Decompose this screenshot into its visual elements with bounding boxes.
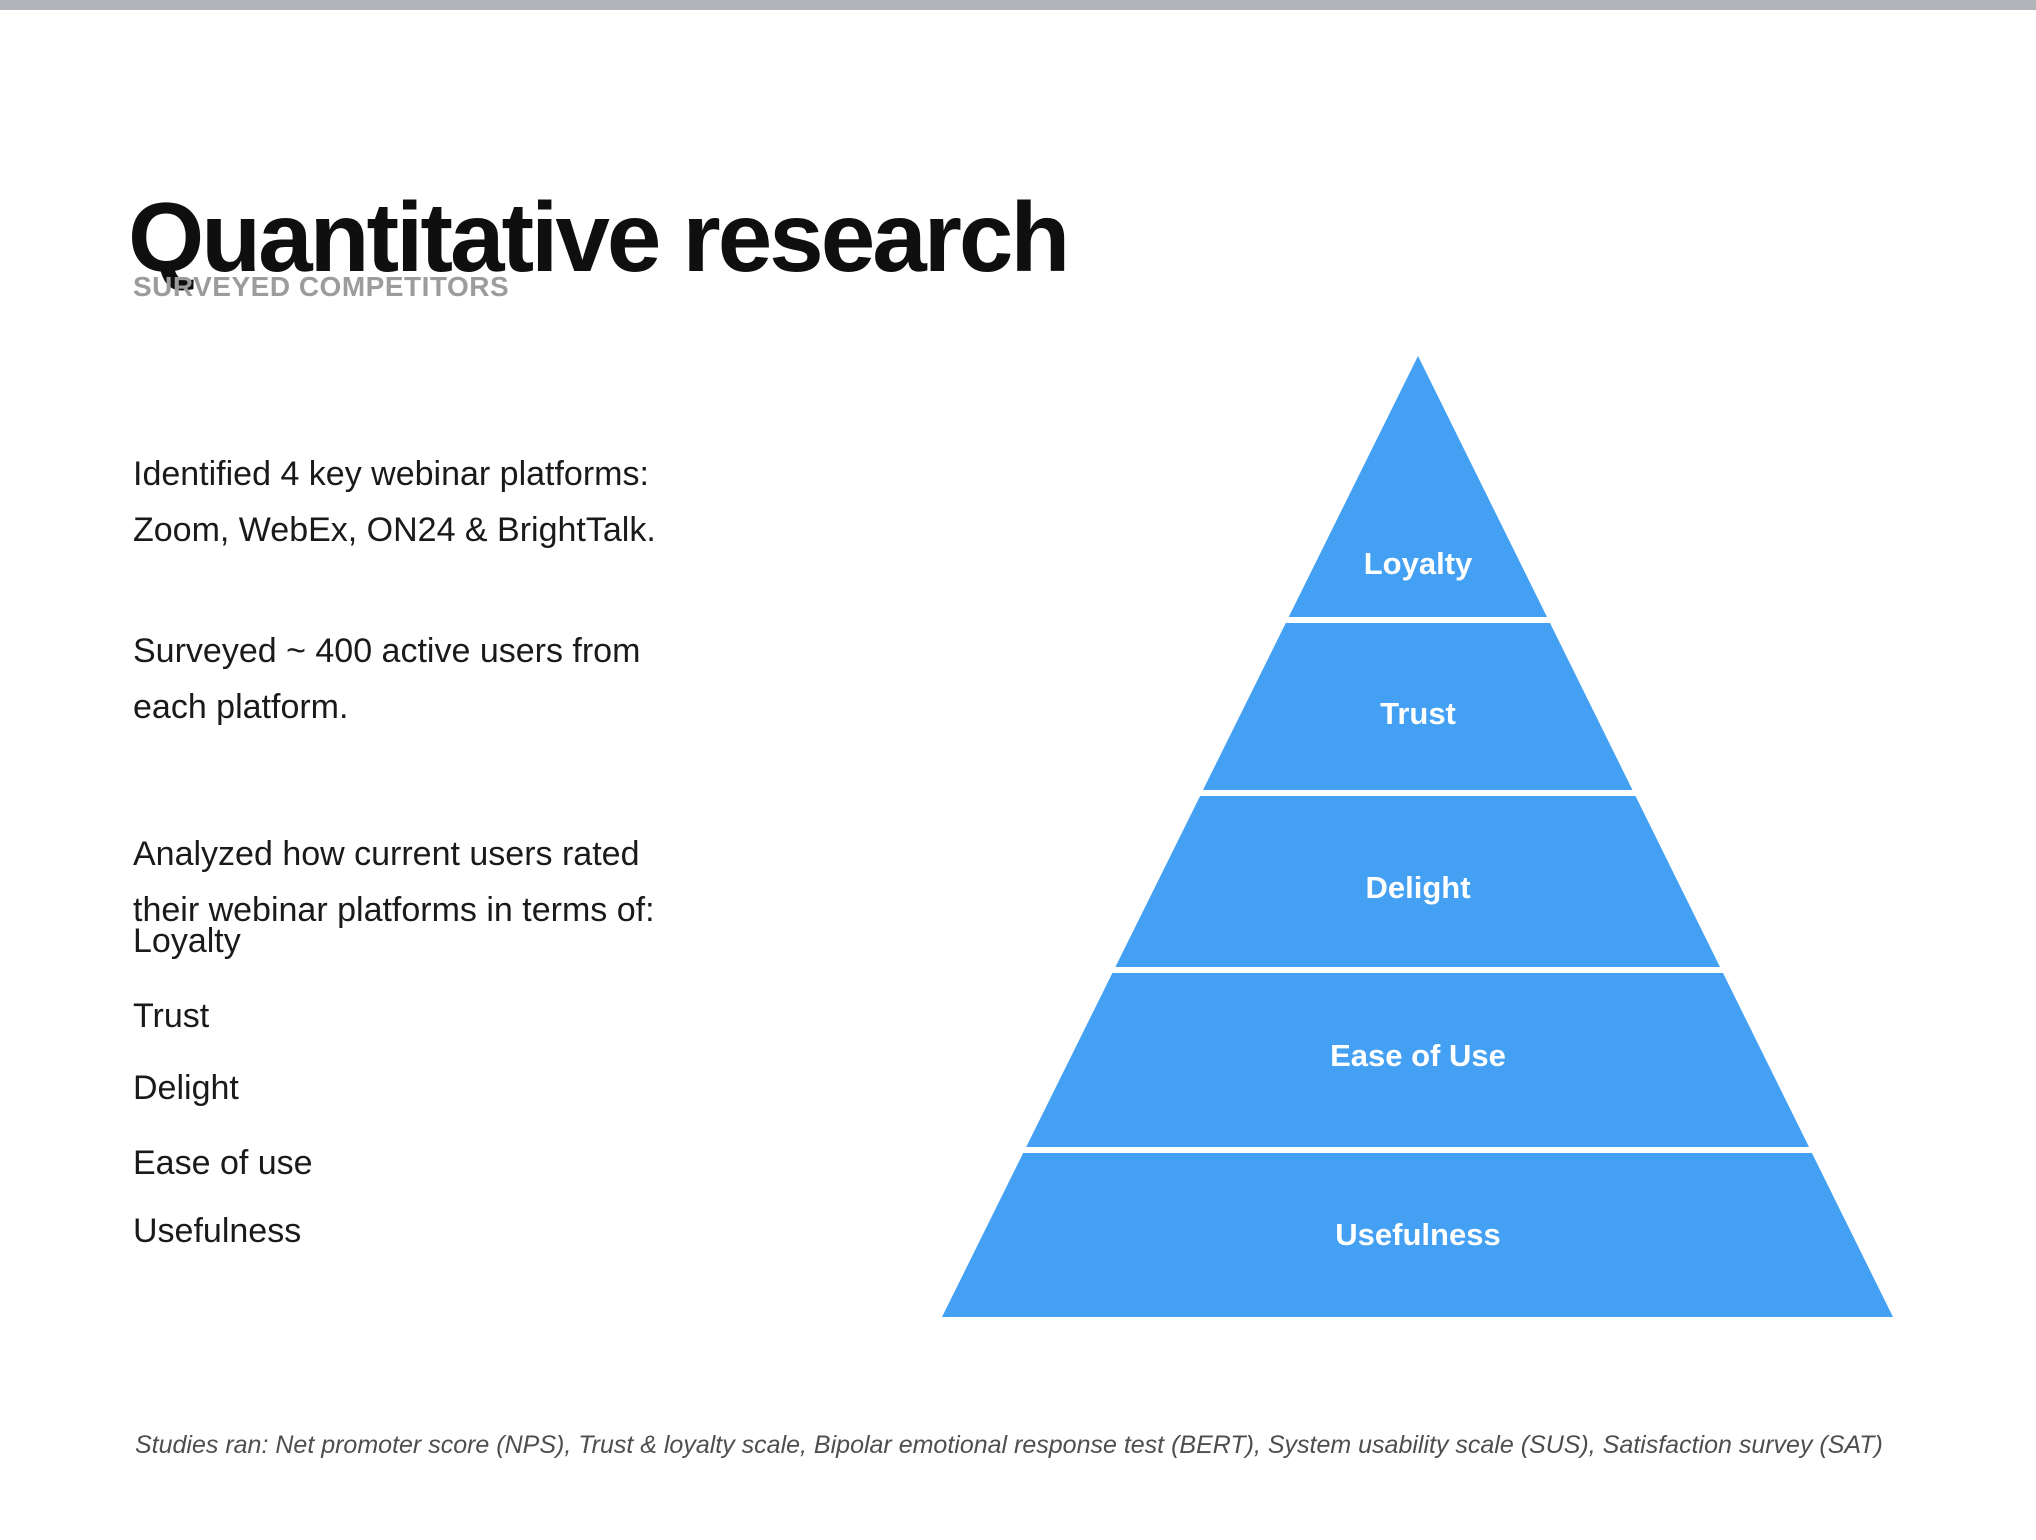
pyramid-label-delight: Delight bbox=[1365, 870, 1470, 905]
pyramid-label-loyalty: Loyalty bbox=[1364, 546, 1473, 581]
paragraph-analyzed: Analyzed how current users rated their w… bbox=[133, 835, 655, 929]
pyramid-level-ease-of-use bbox=[1026, 973, 1809, 1147]
top-bar bbox=[0, 0, 2036, 10]
list-item-usefulness: Usefulness bbox=[133, 1212, 302, 1250]
page-subtitle: SURVEYED COMPETITORS bbox=[133, 271, 510, 302]
pyramid-level-loyalty bbox=[1288, 356, 1547, 617]
pyramid-level-usefulness bbox=[942, 1153, 1893, 1317]
list-item-trust: Trust bbox=[133, 997, 210, 1035]
list-item-loyalty: Loyalty bbox=[133, 922, 241, 960]
pyramid-label-usefulness: Usefulness bbox=[1335, 1217, 1500, 1252]
paragraph-platforms: Identified 4 key webinar platforms: Zoom… bbox=[133, 455, 656, 549]
list-item-ease-of-use: Ease of use bbox=[133, 1144, 313, 1182]
pyramid-level-delight bbox=[1115, 796, 1720, 967]
footnote: Studies ran: Net promoter score (NPS), T… bbox=[135, 1431, 1883, 1459]
pyramid-label-trust: Trust bbox=[1380, 696, 1456, 731]
pyramid-level-trust bbox=[1203, 623, 1633, 790]
pyramid-label-ease-of-use: Ease of Use bbox=[1330, 1038, 1506, 1073]
list-item-delight: Delight bbox=[133, 1069, 239, 1107]
paragraph-surveyed: Surveyed ~ 400 active users from each pl… bbox=[133, 632, 641, 726]
page-title: Quantitative research bbox=[128, 181, 1070, 292]
